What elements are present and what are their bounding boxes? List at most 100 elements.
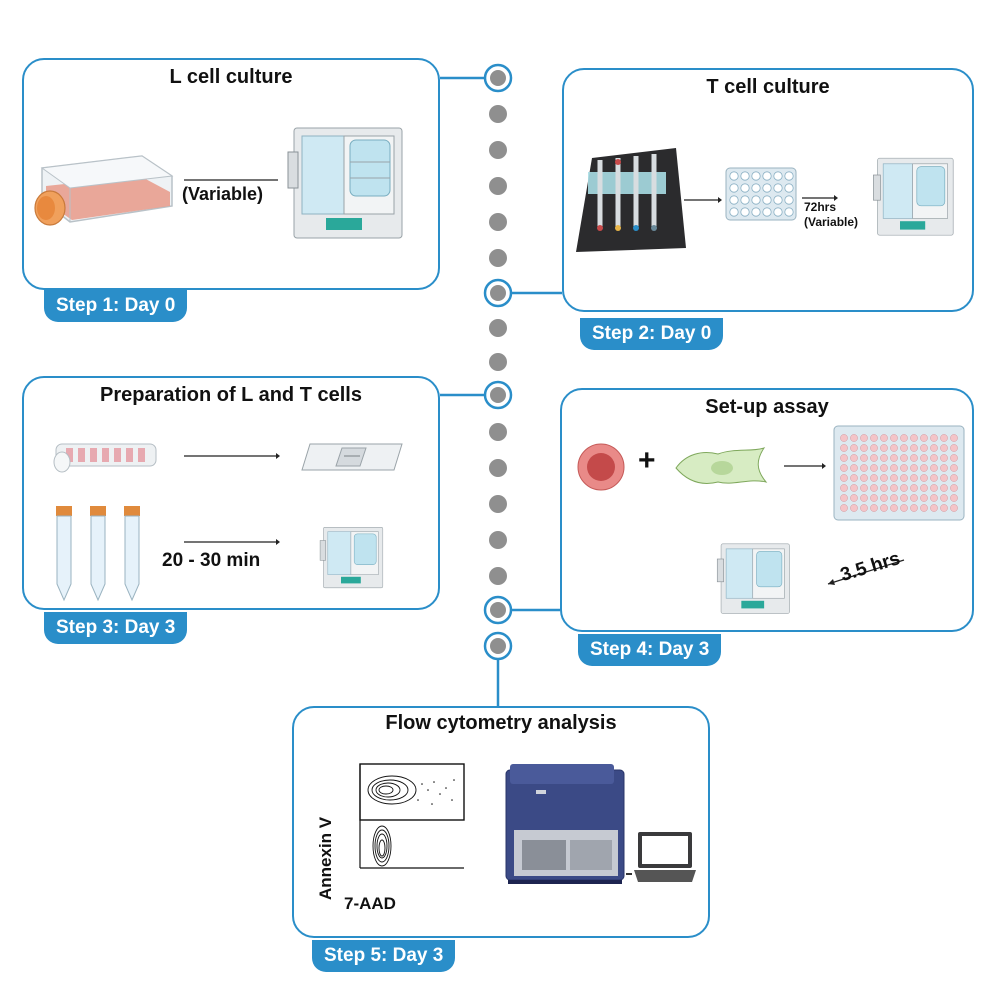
well	[880, 484, 888, 492]
timeline-dot	[489, 353, 507, 371]
well	[840, 454, 848, 462]
well	[751, 171, 761, 181]
well	[940, 444, 948, 452]
well	[900, 434, 908, 442]
well	[870, 494, 878, 502]
timeline-ring-core	[490, 387, 506, 403]
timeline-dot	[489, 249, 507, 267]
well	[930, 454, 938, 462]
well	[729, 207, 739, 217]
panel-setup-assay: Set-up assay + 3.5 hrs	[560, 388, 974, 632]
well	[840, 464, 848, 472]
well	[890, 504, 898, 512]
well	[751, 207, 761, 217]
well	[930, 484, 938, 492]
arrow-icon	[802, 195, 838, 201]
well	[880, 454, 888, 462]
well	[930, 444, 938, 452]
incubator-icon	[287, 127, 403, 239]
well-plate-icon	[725, 167, 797, 221]
well	[773, 195, 783, 205]
well	[840, 444, 848, 452]
well	[950, 504, 958, 512]
well	[940, 434, 948, 442]
well	[850, 494, 858, 502]
x-axis-label: 7-AAD	[344, 894, 396, 913]
well	[860, 474, 868, 482]
timeline-dot	[489, 319, 507, 337]
well	[880, 444, 888, 452]
well	[840, 504, 848, 512]
arrow-icon	[784, 463, 826, 469]
well	[860, 494, 868, 502]
well	[910, 474, 918, 482]
well	[900, 474, 908, 482]
timeline-dot	[489, 177, 507, 195]
well	[910, 464, 918, 472]
well	[784, 183, 794, 193]
well	[950, 474, 958, 482]
well	[890, 464, 898, 472]
y-axis-label: Annexin V	[316, 816, 335, 900]
incubator-icon	[319, 527, 384, 589]
well	[870, 484, 878, 492]
hemocytometer-icon	[301, 443, 403, 471]
well	[870, 454, 878, 462]
timeline-dots	[489, 105, 507, 585]
well	[762, 183, 772, 193]
panel-flow-cytometry: Flow cytometry analysis Annexin V 7-AAD	[292, 706, 710, 938]
well	[870, 474, 878, 482]
well	[900, 484, 908, 492]
well	[920, 484, 928, 492]
well	[900, 454, 908, 462]
well	[773, 171, 783, 181]
well	[880, 494, 888, 502]
well	[940, 474, 948, 482]
time-label: 20 - 30 min	[162, 550, 261, 571]
well	[950, 454, 958, 462]
well	[773, 207, 783, 217]
l-cell-icon	[675, 447, 768, 484]
step-badge-1: Step 1: Day 0	[44, 290, 188, 322]
arrow-icon	[184, 539, 280, 545]
step-badge-4: Step 4: Day 3	[578, 634, 722, 666]
flow-plot-icon	[359, 763, 465, 869]
well	[850, 464, 858, 472]
well	[950, 434, 958, 442]
well	[762, 207, 772, 217]
well	[920, 494, 928, 502]
well	[920, 454, 928, 462]
panel-title: Set-up assay	[705, 396, 829, 418]
time-label: 72hrs	[804, 200, 837, 214]
well	[950, 464, 958, 472]
panel-title: Flow cytometry analysis	[385, 712, 617, 734]
panel-title: L cell culture	[169, 66, 293, 88]
well	[740, 171, 750, 181]
well	[784, 171, 794, 181]
well	[940, 454, 948, 462]
well	[860, 484, 868, 492]
timeline-dot	[489, 459, 507, 477]
well	[910, 444, 918, 452]
well	[740, 207, 750, 217]
well	[890, 484, 898, 492]
timeline-ring-core	[490, 638, 506, 654]
timeline-dot	[489, 423, 507, 441]
culture-flask-icon	[34, 155, 174, 226]
well	[860, 444, 868, 452]
well	[784, 195, 794, 205]
panel-preparation: Preparation of L and T cells 20 - 30 min	[22, 376, 440, 610]
well	[940, 494, 948, 502]
well	[850, 434, 858, 442]
well	[920, 504, 928, 512]
time-label-sub: (Variable)	[804, 215, 859, 229]
well	[900, 494, 908, 502]
well	[930, 434, 938, 442]
well	[950, 484, 958, 492]
flow-cytometer-icon	[505, 764, 625, 884]
well	[930, 494, 938, 502]
well	[950, 494, 958, 502]
well	[860, 504, 868, 512]
timeline-ring-core	[490, 70, 506, 86]
